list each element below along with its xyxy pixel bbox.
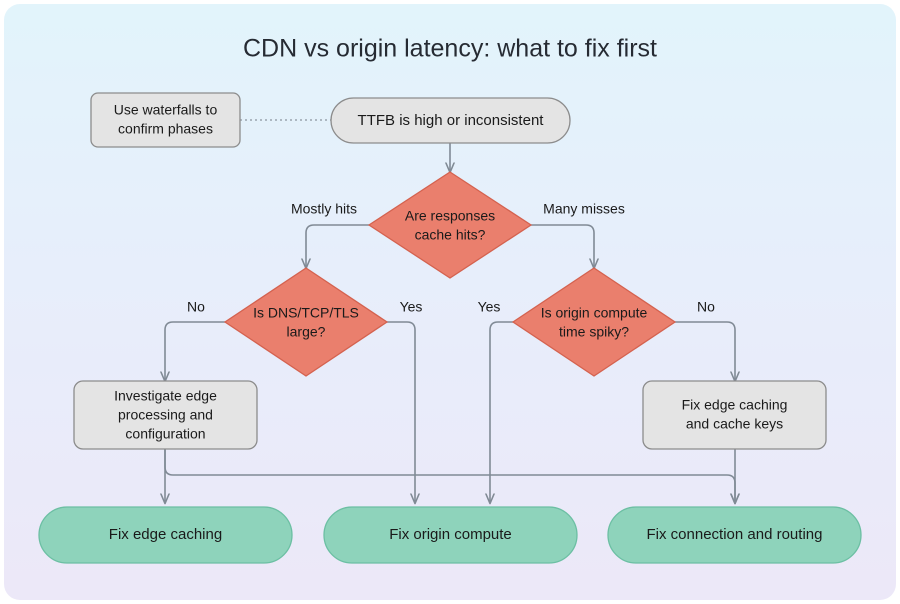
- page-title: CDN vs origin latency: what to fix first: [243, 35, 657, 63]
- edge-d2-to-t2: [387, 321, 415, 503]
- background-panel: [4, 4, 896, 600]
- edge-label-d2-yes: Yes: [400, 299, 423, 315]
- connector-layer: start (dotted, no arrow) --> d1 --> d2 :…: [165, 119, 735, 503]
- process-1-shape: [73, 380, 258, 450]
- node-terminal-fix-origin-compute[interactable]: Fix origin compute: [323, 506, 578, 564]
- note-shape: [90, 92, 241, 148]
- terminal-3-label: Fix connection and routing: [647, 526, 823, 543]
- start-shape: [330, 97, 571, 144]
- note-label-line1: Use waterfalls to: [114, 102, 218, 118]
- node-terminal-fix-connection-routing[interactable]: Fix connection and routing: [607, 506, 862, 564]
- decision-1-label-line1: Are responses: [405, 208, 495, 224]
- node-start-ttfb[interactable]: TTFB is high or inconsistent: [330, 97, 571, 144]
- node-decision-cache-hits[interactable]: Are responses cache hits?: [367, 171, 533, 279]
- decision-3-label-line1: Is origin compute: [541, 305, 648, 321]
- edge-label-d3-yes: Yes: [478, 299, 501, 315]
- decision-2-shape: [223, 267, 389, 377]
- node-terminal-fix-edge-caching[interactable]: Fix edge caching: [38, 506, 293, 564]
- start-label: TTFB is high or inconsistent: [358, 112, 545, 129]
- decision-3-shape: [511, 267, 677, 377]
- edge-label-layer: Mostly hits Many misses No Yes Yes No: [187, 201, 715, 315]
- node-decision-dns-tcp-tls[interactable]: Is DNS/TCP/TLS large?: [223, 267, 389, 377]
- decision-1-label-line2: cache hits?: [415, 227, 486, 243]
- edge-d2-to-p1: [165, 321, 225, 381]
- process-2-label-line1: Fix edge caching: [682, 397, 788, 413]
- edge-label-many-misses: Many misses: [543, 201, 625, 217]
- terminal-1-label: Fix edge caching: [109, 526, 222, 543]
- edge-label-mostly-hits: Mostly hits: [291, 201, 357, 217]
- decision-3-label-line2: time spiky?: [559, 324, 629, 340]
- node-note-use-waterfalls[interactable]: Use waterfalls to confirm phases: [90, 92, 241, 148]
- node-process-investigate-edge[interactable]: Investigate edge processing and configur…: [73, 380, 258, 450]
- node-decision-origin-compute[interactable]: Is origin compute time spiky?: [511, 267, 677, 377]
- process-1-label-line1: Investigate edge: [114, 388, 217, 404]
- edge-label-d2-no: No: [187, 299, 205, 315]
- edge-d1-to-d2: [306, 224, 369, 268]
- terminal-1-shape: [38, 506, 293, 564]
- process-2-shape: [642, 380, 827, 450]
- process-1-label-line3: configuration: [125, 426, 205, 442]
- terminal-2-shape: [323, 506, 578, 564]
- node-process-fix-edge-caching-keys[interactable]: Fix edge caching and cache keys: [642, 380, 827, 450]
- decision-2-label-line1: Is DNS/TCP/TLS: [253, 305, 359, 321]
- edge-d1-to-d3: [531, 224, 594, 268]
- note-label-line2: confirm phases: [118, 121, 213, 137]
- edge-label-d3-no: No: [697, 299, 715, 315]
- process-1-label-line2: processing and: [118, 407, 213, 423]
- edge-d3-to-t2: [490, 321, 513, 503]
- terminal-2-label: Fix origin compute: [389, 526, 512, 543]
- decision-2-label-line2: large?: [287, 324, 326, 340]
- edge-d3-to-p2: [675, 321, 735, 381]
- process-2-label-line2: and cache keys: [686, 416, 783, 432]
- terminal-3-shape: [607, 506, 862, 564]
- decision-1-shape: [367, 171, 533, 279]
